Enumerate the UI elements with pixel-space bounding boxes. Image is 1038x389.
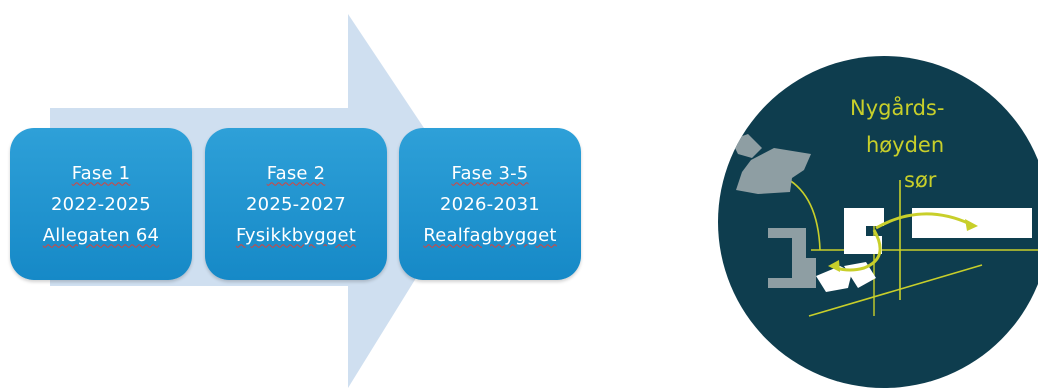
map-label-line-2: høyden — [866, 133, 945, 157]
arrow-right-route — [875, 212, 971, 230]
map-label-line-3: sør — [904, 168, 937, 192]
building-bottom-white-1 — [816, 266, 852, 292]
arrow-left-route — [835, 229, 882, 272]
phase-3-box: Fase 3-5 2026-2031 Realfagbygget — [399, 128, 581, 280]
arrow-right-head — [965, 219, 978, 231]
phase-2-location: Fysikkbygget — [235, 224, 357, 246]
phase-1-years: 2022-2025 — [51, 193, 151, 215]
phase-1-location: Allegaten 64 — [42, 224, 160, 246]
phase-2-years: 2025-2027 — [246, 193, 346, 215]
arrow-left-head — [828, 260, 840, 272]
map-axis-diagonal — [808, 264, 983, 317]
building-center-white — [844, 208, 884, 254]
building-top-left-2 — [736, 148, 811, 194]
map-label-line-1: Nygårds- — [850, 96, 945, 120]
phase-1-name: Fase 1 — [71, 162, 131, 184]
map-path-curve — [785, 177, 821, 251]
phase-2-name: Fase 2 — [266, 162, 326, 184]
phase-3-name: Fase 3-5 — [451, 162, 529, 184]
phase-3-years: 2026-2031 — [440, 193, 540, 215]
site-map — [718, 56, 1038, 388]
phase-1-box: Fase 1 2022-2025 Allegaten 64 — [10, 128, 192, 280]
building-left-bracket — [768, 228, 816, 288]
phase-2-box: Fase 2 2025-2027 Fysikkbygget — [205, 128, 387, 280]
phase-3-location: Realfagbygget — [423, 224, 557, 246]
